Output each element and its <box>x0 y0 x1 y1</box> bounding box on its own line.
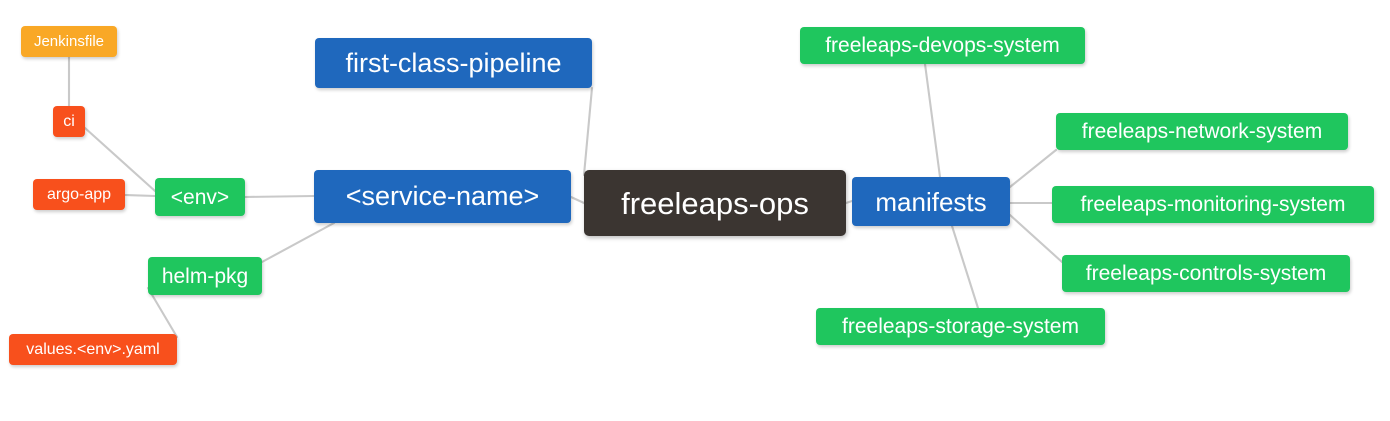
mindmap-node-helm-pkg[interactable]: helm-pkg <box>148 257 262 295</box>
edge-service-name-to-helm-pkg <box>260 221 336 264</box>
mindmap-node-first-class-pipeline[interactable]: first-class-pipeline <box>315 38 592 88</box>
edge-freeleaps-ops-to-first-class-pipeline <box>582 86 594 177</box>
mindmap-node-freeleaps-controls-system[interactable]: freeleaps-controls-system <box>1062 255 1350 292</box>
mindmap-node-values-env-yaml[interactable]: values.<env>.yaml <box>9 334 177 365</box>
mindmap-node-freeleaps-monitoring-system[interactable]: freeleaps-monitoring-system <box>1052 186 1374 223</box>
edge-helm-pkg-to-values-env-yaml <box>146 286 179 339</box>
mindmap-node-jenkinsfile[interactable]: Jenkinsfile <box>21 26 117 57</box>
mindmap-node-freeleaps-ops[interactable]: freeleaps-ops <box>584 170 846 236</box>
mindmap-node-freeleaps-devops-system[interactable]: freeleaps-devops-system <box>800 27 1085 64</box>
mindmap-node-argo-app[interactable]: argo-app <box>33 179 125 210</box>
edge-freeleaps-ops-to-service-name <box>569 195 586 205</box>
edge-env-to-argo-app <box>123 193 157 198</box>
mindmap-node-manifests[interactable]: manifests <box>852 177 1010 226</box>
edge-manifests-to-freeleaps-devops-system <box>923 62 942 179</box>
mindmap-node-freeleaps-network-system[interactable]: freeleaps-network-system <box>1056 113 1348 150</box>
edge-service-name-to-env <box>243 194 316 199</box>
mindmap-node-env[interactable]: <env> <box>155 178 245 216</box>
mindmap-node-ci[interactable]: ci <box>53 106 85 137</box>
edge-manifests-to-freeleaps-network-system <box>1008 148 1058 189</box>
mindmap-node-freeleaps-storage-system[interactable]: freeleaps-storage-system <box>816 308 1105 345</box>
edge-manifests-to-freeleaps-storage-system <box>950 224 980 310</box>
mindmap-node-service-name[interactable]: <service-name> <box>314 170 571 223</box>
